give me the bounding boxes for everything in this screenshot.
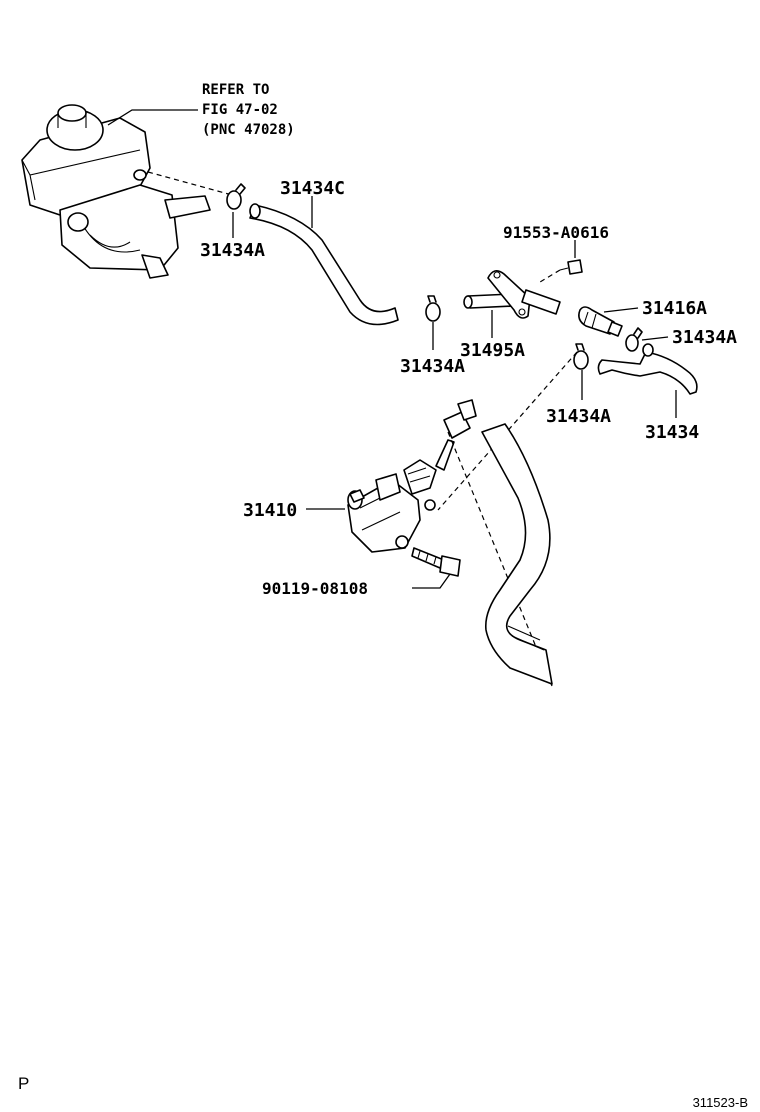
- hose-clip-middle: [425, 295, 441, 322]
- hose-31434: [597, 343, 698, 395]
- figure-code: 311523-B: [692, 1095, 748, 1110]
- reference-note-line3: (PNC 47028): [202, 122, 295, 138]
- reference-note-line1: REFER TO: [202, 82, 269, 98]
- brake-master-cylinder-reservoir: [21, 104, 211, 279]
- reference-note-line2: FIG 47-02: [202, 102, 278, 118]
- label-clip-right-lower: 31434A: [546, 406, 611, 427]
- label-bolt-bracket: 91553-A0616: [503, 223, 609, 242]
- label-pipe-bracket: 31495A: [460, 340, 525, 361]
- bolt-91553-a0616: [559, 259, 583, 275]
- label-bolt-pushrod: 90119-08108: [262, 579, 368, 598]
- clutch-master-cylinder-31410: [347, 399, 477, 553]
- hose-clip-right-lower: [573, 343, 589, 370]
- hose-clip-left: [226, 183, 246, 210]
- bolt-90119-08108: [411, 547, 461, 577]
- label-master-cylinder: 31410: [243, 500, 297, 521]
- page-id: P: [18, 1074, 30, 1093]
- pipe-bracket-31495a: [463, 270, 561, 319]
- label-union-fitting: 31416A: [642, 298, 707, 319]
- union-fitting-31416a: [578, 306, 623, 337]
- label-hose-lower: 31434: [645, 422, 699, 443]
- leader-lines: [107, 109, 677, 589]
- clutch-pedal: [481, 423, 553, 685]
- label-clip-right-upper: 31434A: [672, 327, 737, 348]
- hose-clip-right-upper: [625, 327, 643, 352]
- hose-31434c: [249, 203, 399, 326]
- label-hose-upper: 31434C: [280, 178, 345, 199]
- label-clip-middle: 31434A: [400, 356, 465, 377]
- label-clip-left: 31434A: [200, 240, 265, 261]
